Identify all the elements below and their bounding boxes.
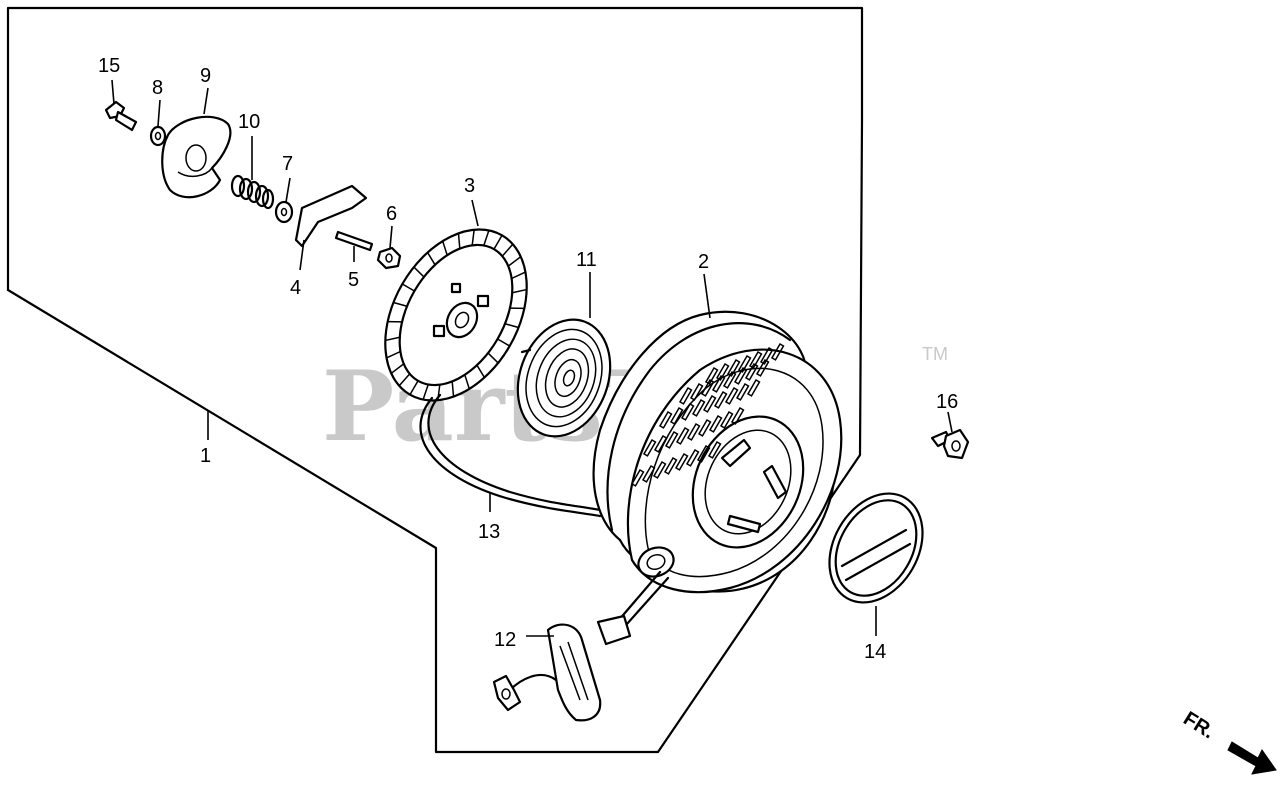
part-label-5: 5	[348, 269, 359, 291]
part-label-14: 14	[864, 641, 886, 663]
assembly-outline	[6, 6, 864, 754]
part-7-washer[interactable]	[274, 200, 294, 224]
part-label-15: 15	[98, 55, 120, 77]
part-4-ratchet[interactable]	[294, 184, 368, 248]
part-label-13: 13	[478, 521, 500, 543]
part-12-handle-grip[interactable]	[492, 614, 632, 722]
part-10-spring[interactable]	[230, 174, 275, 210]
part-label-9: 9	[200, 65, 211, 87]
part-6-nut[interactable]	[376, 246, 402, 270]
part-14-emblem-sticker[interactable]	[811, 477, 942, 619]
leader-lines	[111, 79, 953, 637]
part-label-8: 8	[152, 77, 163, 99]
part-9-plate[interactable]	[161, 115, 232, 199]
part-3-reel[interactable]	[356, 204, 555, 425]
front-direction-arrow-icon	[1227, 741, 1277, 775]
part-label-6: 6	[386, 203, 397, 225]
part-label-2: 2	[698, 251, 709, 273]
part-15-bolt[interactable]	[104, 100, 138, 132]
part-label-10: 10	[238, 111, 260, 133]
part-8-washer[interactable]	[149, 125, 167, 147]
front-direction-label: FR.	[1179, 708, 1218, 744]
part-label-1: 1	[200, 445, 211, 467]
watermark-trademark: TM	[922, 344, 948, 364]
part-11-spiral-spring[interactable]	[502, 307, 626, 450]
part-16-bolt[interactable]	[930, 428, 970, 460]
part-2-housing[interactable]	[592, 310, 843, 594]
part-label-4: 4	[290, 277, 301, 299]
part-label-12: 12	[494, 629, 516, 651]
part-labels: 15 8 9 10 7 3 6 11 2 4 5 16 1 13 12 14	[98, 55, 958, 663]
part-5-pin[interactable]	[334, 230, 374, 252]
part-label-11: 11	[576, 249, 597, 271]
part-label-3: 3	[464, 175, 475, 197]
part-13-rope[interactable]	[419, 393, 602, 518]
front-direction-marker: FR.	[1179, 708, 1277, 775]
part-label-16: 16	[936, 391, 958, 413]
part-label-7: 7	[282, 153, 293, 175]
